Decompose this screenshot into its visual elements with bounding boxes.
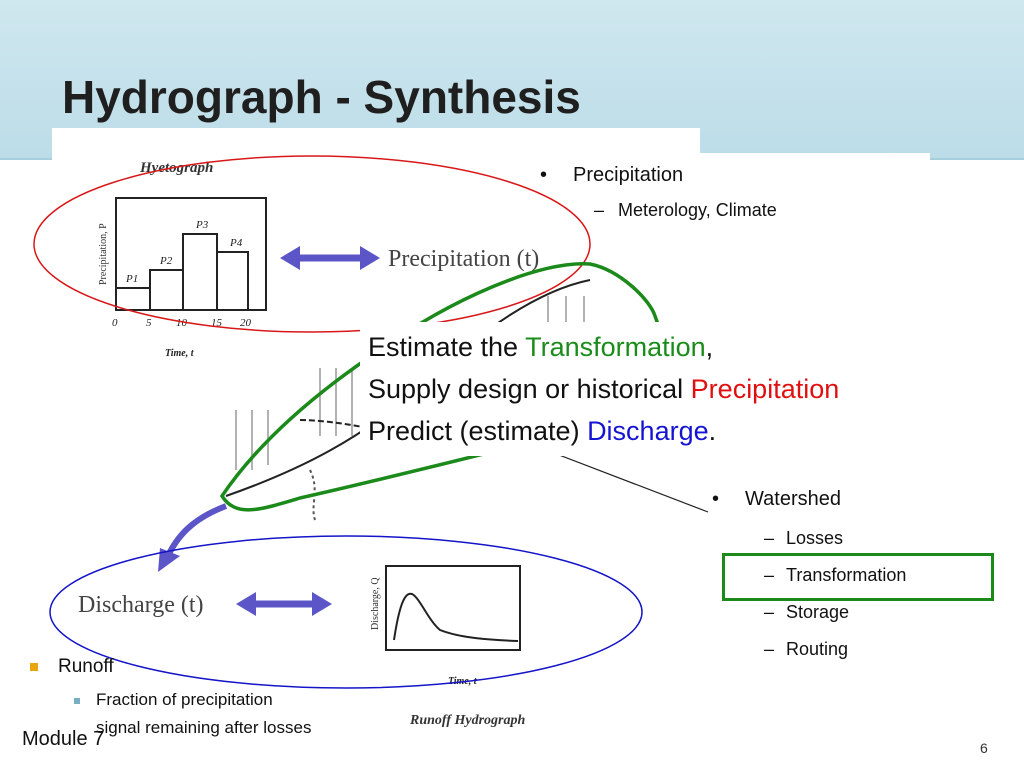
x-tick-0: 0: [112, 317, 118, 329]
double-arrow-icon-2: [236, 592, 332, 616]
bar-label-p3: P3: [195, 219, 209, 231]
bar-p4: [216, 251, 249, 311]
square-sub-bullet-icon: [74, 697, 80, 704]
runoff-frame: [385, 565, 521, 651]
discharge-ellipse: [49, 535, 643, 689]
bullet-watershed: •Watershed: [712, 488, 841, 510]
bullet-precipitation: •Precipitation: [540, 164, 684, 186]
bar-p3: [182, 233, 218, 311]
x-tick-15: 15: [211, 317, 223, 329]
sub-bullet-losses: –Losses: [764, 528, 844, 548]
discharge-t-label: Discharge (t): [78, 592, 204, 618]
sub-bullet-fraction: Fraction of precipitation: [74, 690, 273, 710]
footer-module: Module 7: [22, 728, 105, 750]
discharge-highlight: Discharge: [587, 416, 709, 446]
precip-axis-label: Precipitation, P: [98, 223, 109, 285]
callout-line-3: Predict (estimate) Discharge.: [368, 416, 717, 446]
bar-p2: [149, 269, 184, 311]
precipitation-ellipse: [33, 155, 591, 333]
bullet-runoff: Runoff: [30, 656, 114, 678]
page-number: 6: [980, 740, 988, 756]
sub-bullet-meteorology: –Meterology, Climate: [594, 200, 777, 220]
callout-line-1: Estimate the Transformation,: [368, 332, 714, 362]
precipitation-highlight: Precipitation: [690, 374, 840, 404]
slide-title: Hydrograph - Synthesis: [62, 71, 581, 123]
sub-bullet-routing: –Routing: [764, 639, 849, 659]
transformation-highlight: Transformation: [525, 332, 706, 362]
sub-bullet-transformation: –Transformation: [764, 565, 907, 585]
square-bullet-icon: [30, 662, 38, 671]
sub-bullet-storage: –Storage: [764, 602, 850, 622]
runoff-hydrograph-title: Runoff Hydrograph: [409, 713, 525, 728]
transformation-highlight-box: [722, 553, 994, 601]
precipitation-t-label: Precipitation (t): [388, 246, 539, 272]
x-tick-5: 5: [146, 317, 152, 329]
callout-line-2: Supply design or historical Precipitatio…: [368, 374, 840, 404]
watershed-outline: [219, 262, 663, 512]
callout-box: Estimate the Transformation, Supply desi…: [360, 322, 1006, 456]
bar-label-p1: P1: [125, 273, 138, 285]
bar-label-p2: P2: [159, 255, 173, 267]
bar-label-p4: P4: [229, 237, 243, 249]
x-tick-10: 10: [176, 317, 188, 329]
curved-arrow-icon: [158, 503, 228, 572]
sub-bullet-fraction-cont: signal remaining after losses: [96, 718, 312, 737]
discharge-axis-label: Discharge, Q: [370, 577, 381, 630]
bar-p1: [115, 287, 151, 311]
figure-panel-extension: [530, 153, 930, 213]
runoff-curve: [393, 592, 519, 642]
time-axis-label: Time, t: [165, 348, 195, 359]
double-arrow-icon: [280, 246, 380, 270]
x-tick-20: 20: [240, 317, 252, 329]
